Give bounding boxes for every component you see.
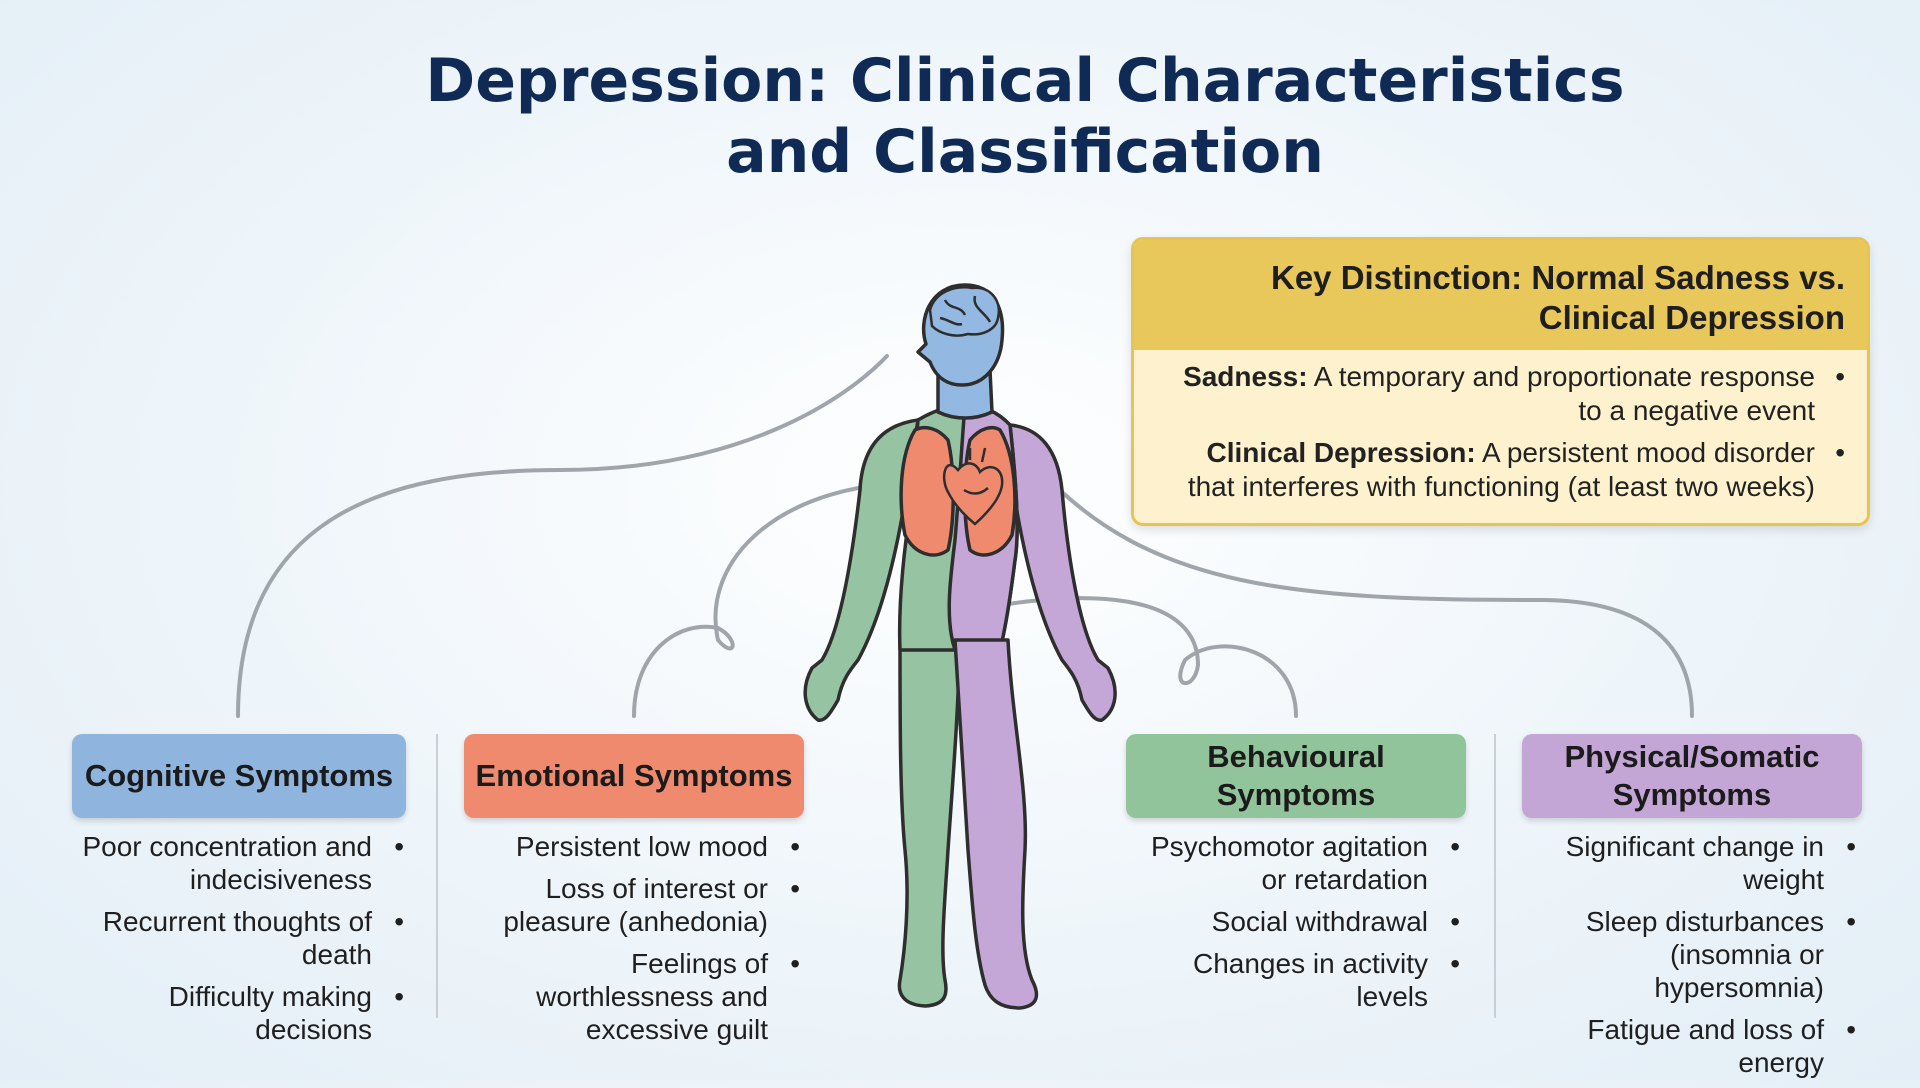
key-distinction-text: A persistent mood disorder that interfer… (1187, 437, 1815, 502)
key-distinction-heading: Key Distinction: Normal Sadness vs. Clin… (1134, 240, 1867, 350)
symptom-text: Difficulty making decisions (168, 981, 372, 1045)
symptom-text: Loss of interest or pleasure (anhedonia) (503, 873, 768, 937)
symptom-text: Fatigue and loss of energy (1587, 1014, 1824, 1078)
bullet-icon: • (1835, 437, 1845, 468)
physical-symptoms-list: Significant change in weight • Sleep dist… (1516, 830, 1856, 1088)
bullet-icon: • (790, 831, 800, 862)
bullet-icon: • (1450, 948, 1460, 979)
emotional-symptoms-header: Emotional Symptoms (464, 734, 804, 818)
symptom-text: Social withdrawal (1211, 906, 1428, 937)
page-title: Depression: Clinical Characteristics and… (425, 46, 1625, 187)
list-item: Difficulty making decisions • (70, 980, 404, 1046)
symptom-text: Recurrent thoughts of death (102, 906, 372, 970)
list-item: Sleep disturbances (insomnia or hypersom… (1516, 905, 1856, 1004)
connector-emotional (632, 479, 932, 718)
behavioural-symptoms-header: Behavioural Symptoms (1126, 734, 1466, 818)
bullet-icon: • (1450, 906, 1460, 937)
key-distinction-card: Key Distinction: Normal Sadness vs. Clin… (1131, 237, 1870, 526)
key-distinction-term: Sadness: (1183, 361, 1308, 392)
behavioural-symptoms-list: Psychomotor agitation or retardation • So… (1120, 830, 1460, 1022)
bullet-icon: • (1846, 906, 1856, 937)
bullet-icon: • (790, 948, 800, 979)
list-item: Persistent low mood • (460, 830, 800, 863)
cognitive-symptoms-header: Cognitive Symptoms (72, 734, 406, 818)
bullet-icon: • (394, 906, 404, 937)
connector-physical (1038, 468, 1694, 718)
list-item: Changes in activity levels • (1120, 947, 1460, 1013)
connector-behavioural (983, 596, 1298, 718)
key-distinction-item: Sadness: A temporary and proportionate r… (1156, 360, 1845, 428)
list-item: Recurrent thoughts of death • (70, 905, 404, 971)
symptom-text: Significant change in weight (1565, 831, 1824, 895)
key-distinction-term: Clinical Depression: (1206, 437, 1476, 468)
bullet-icon: • (1450, 831, 1460, 862)
list-item: Fatigue and loss of energy • (1516, 1013, 1856, 1079)
bullet-icon: • (1846, 1014, 1856, 1045)
symptom-text: Changes in activity levels (1192, 948, 1428, 1012)
cognitive-symptoms-list: Poor concentration and indecisiveness • R… (70, 830, 404, 1055)
list-item: Psychomotor agitation or retardation • (1120, 830, 1460, 896)
symptom-text: Persistent low mood (515, 831, 768, 862)
symptom-text: Psychomotor agitation or retardation (1150, 831, 1428, 895)
list-item: Loss of interest or pleasure (anhedonia)… (460, 872, 800, 938)
brain-icon (928, 286, 1001, 337)
list-item: Poor concentration and indecisiveness • (70, 830, 404, 896)
list-item: Feelings of worthlessness and excessive … (460, 947, 800, 1046)
connector-cognitive (236, 354, 889, 718)
bullet-icon: • (1835, 361, 1845, 392)
key-distinction-item: Clinical Depression: A persistent mood d… (1156, 436, 1845, 504)
physical-symptoms-header: Physical/Somatic Symptoms (1522, 734, 1862, 818)
heart-icon (942, 447, 1004, 526)
divider (436, 734, 438, 1018)
list-item: Significant change in weight • (1516, 830, 1856, 896)
symptom-text: Feelings of worthlessness and excessive … (536, 948, 768, 1045)
list-item: Social withdrawal • (1120, 905, 1460, 938)
bullet-icon: • (790, 873, 800, 904)
divider (1494, 734, 1496, 1018)
human-body-figure (803, 283, 1117, 1010)
emotional-symptoms-list: Persistent low mood • Loss of interest or… (460, 830, 800, 1055)
key-distinction-text: A temporary and proportionate response t… (1313, 361, 1815, 426)
symptom-text: Sleep disturbances (insomnia or hypersom… (1585, 906, 1824, 1003)
bullet-icon: • (1846, 831, 1856, 862)
symptom-text: Poor concentration and indecisiveness (82, 831, 372, 895)
bullet-icon: • (394, 981, 404, 1012)
bullet-icon: • (394, 831, 404, 862)
